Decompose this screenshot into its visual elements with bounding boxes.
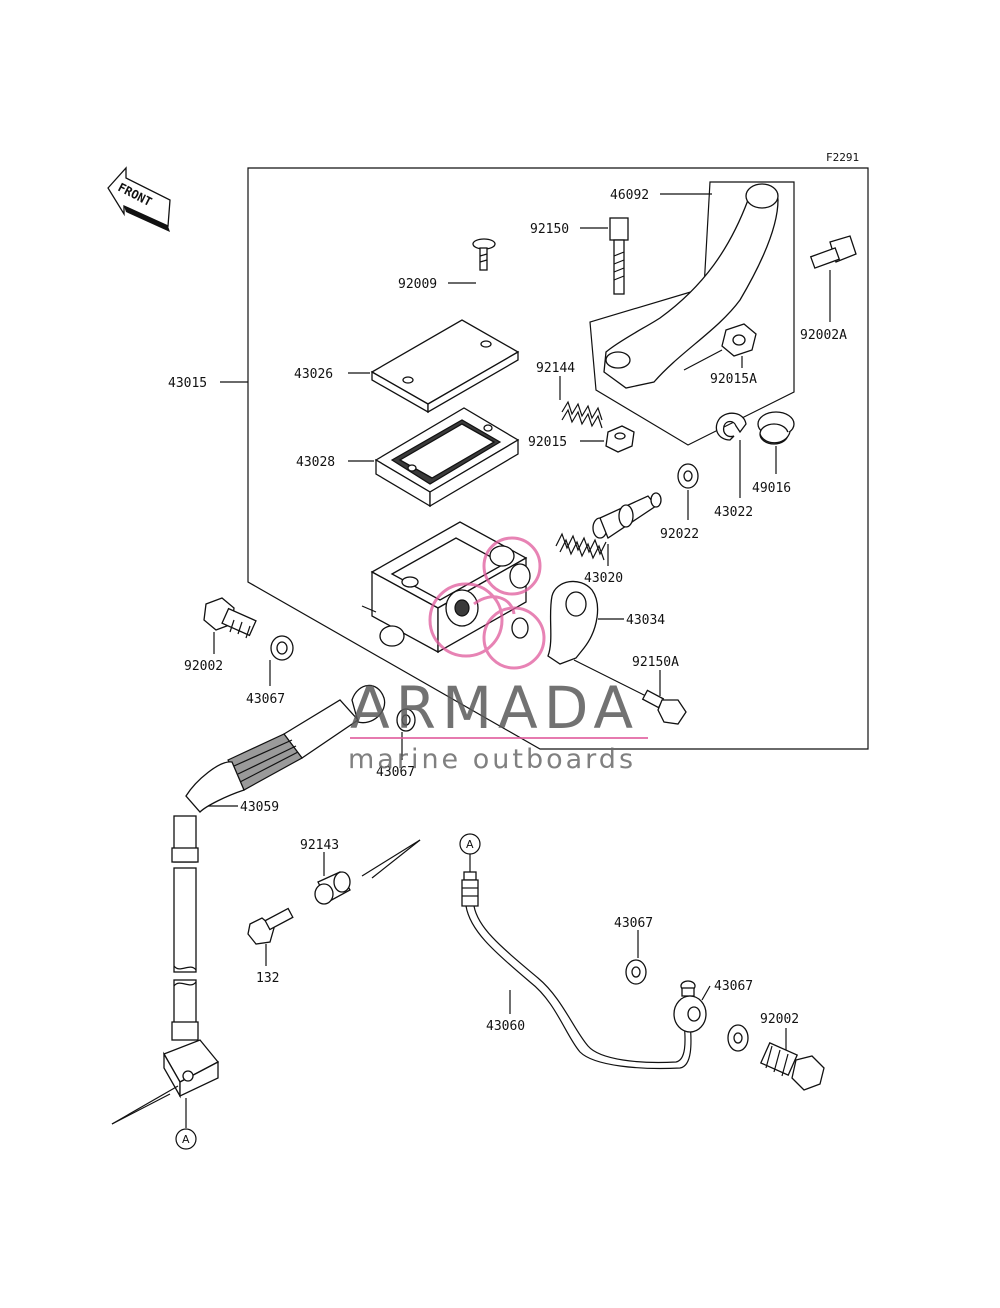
figure-code: F2291 (826, 151, 859, 164)
pointer-lower-2 (111, 1093, 171, 1125)
part-92002-bottom: 92002 (760, 1012, 799, 1027)
ref-marker-a-lower: A (175, 1128, 197, 1150)
pivot-bolt (609, 217, 629, 295)
leader-43067-d (701, 985, 711, 1001)
part-92143: 92143 (300, 838, 339, 853)
dust-boot (757, 411, 795, 445)
ref-a-upper-text: A (466, 838, 474, 851)
part-43067-c: 43067 (614, 916, 653, 931)
clamp-bolt (573, 659, 687, 725)
ref-marker-a-upper: A (459, 833, 481, 855)
watermark-subtitle: marine outboards (348, 744, 636, 775)
nut-92015 (605, 425, 635, 453)
part-43022: 43022 (714, 505, 753, 520)
part-132: 132 (256, 971, 279, 986)
washer-43067-d (727, 1024, 749, 1052)
lever-subassembly-outline (589, 181, 795, 446)
part-92015A: 92015A (710, 372, 757, 387)
ref-a-lower-text: A (182, 1133, 190, 1146)
part-43067-d: 43067 (714, 979, 753, 994)
part-92009: 92009 (398, 277, 437, 292)
part-92150A: 92150A (632, 655, 679, 670)
clamp (547, 580, 599, 665)
brake-hose (163, 684, 386, 1099)
banjo-bolt-lower (759, 1041, 825, 1091)
assembly-outline (247, 167, 869, 750)
watermark-logo-icon (428, 536, 546, 670)
part-43060: 43060 (486, 1019, 525, 1034)
washer-43067-b (396, 708, 416, 732)
reservoir-cover (370, 319, 520, 414)
master-cylinder-body (361, 521, 531, 654)
washer-43067-a (270, 635, 294, 661)
lever (603, 183, 779, 389)
pointer-92143 (371, 839, 421, 879)
part-43067-a: 43067 (246, 692, 285, 707)
leader-92015A-a (683, 349, 723, 371)
nut-92015A (721, 323, 757, 357)
watermark: ARMADA marine outboards (348, 536, 648, 775)
part-43026: 43026 (294, 367, 333, 382)
bolt-132 (247, 907, 294, 945)
part-43015: 43015 (168, 376, 207, 391)
part-46092: 46092 (610, 188, 649, 203)
part-92002-top: 92002 (184, 659, 223, 674)
part-92144: 92144 (536, 361, 575, 376)
watermark-title: ARMADA (350, 674, 639, 742)
cover-screw (472, 238, 496, 271)
part-43059: 43059 (240, 800, 279, 815)
front-arrow-icon: FRONT (107, 166, 171, 232)
part-43028: 43028 (296, 455, 335, 470)
diaphragm (374, 407, 520, 508)
part-92150: 92150 (530, 222, 569, 237)
part-92002A: 92002A (800, 328, 847, 343)
part-92022: 92022 (660, 527, 699, 542)
washer-92022 (677, 463, 699, 489)
part-43067-b: 43067 (376, 765, 415, 780)
circlip (715, 412, 747, 441)
part-49016: 49016 (752, 481, 791, 496)
part-92015: 92015 (528, 435, 567, 450)
brake-pipe (461, 871, 707, 1070)
pointer-92143-2 (361, 839, 421, 877)
bolt-92002A (809, 235, 857, 269)
collar (314, 871, 351, 905)
part-43034: 43034 (626, 613, 665, 628)
piston-kit (555, 492, 662, 561)
lever-spring (561, 400, 603, 429)
part-43020: 43020 (584, 571, 623, 586)
washer-43067-c (625, 959, 647, 985)
banjo-bolt-upper (203, 597, 257, 639)
